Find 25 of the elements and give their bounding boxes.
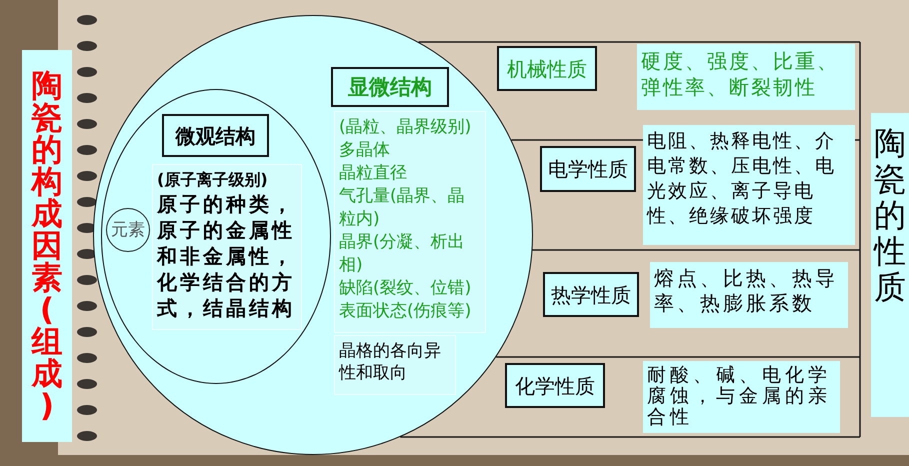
- list-item-text: (晶粒、晶界级别): [339, 116, 472, 139]
- list-item-text: 缺陷(裂纹、位错): [339, 277, 472, 300]
- vertical-label-box: 陶瓷的构成因素(组成): [22, 50, 72, 442]
- heading-box: 显微结构: [331, 67, 449, 107]
- property-label-box: 电学性质: [540, 146, 636, 192]
- text-panel: [334, 111, 486, 333]
- property-label-box: 机械性质: [497, 46, 597, 91]
- list-item-text: 多晶体: [339, 139, 391, 162]
- text-panel: 晶格的各向异性和取向: [334, 335, 456, 395]
- list-item-text: 晶界(分凝、析出相): [339, 231, 466, 277]
- description-box: 电阻、热释电性、介电常数、压电性、电光效应、离子导电性、绝缘破坏强度: [643, 125, 855, 245]
- list-item-text: 晶粒直径: [339, 162, 408, 185]
- description-box: 熔点、比热、热导率、热膨胀系数: [650, 262, 848, 328]
- term-circle: 元素: [106, 208, 150, 252]
- description-text: 原子的种类，原子的金属性和非金属性，化学结合的方式，结晶结构: [157, 191, 296, 321]
- description-box: 耐酸、碱、电化学腐蚀，与金属的亲合性: [643, 361, 840, 433]
- property-label-box: 热学性质: [543, 272, 639, 317]
- list-item-text: 气孔量(晶界、晶粒内): [339, 185, 466, 231]
- list-item-text: 表面状态(伤痕等): [339, 300, 472, 323]
- description-box: 硬度、强度、比重、弹性率、断裂韧性: [637, 44, 855, 110]
- heading-box: 微观结构: [162, 114, 269, 157]
- level-note-text: (原子离子级别): [157, 169, 269, 191]
- property-label-box: 化学性质: [505, 363, 605, 408]
- vertical-label-box: 陶瓷的性质: [871, 113, 909, 417]
- text-panel: [152, 164, 302, 330]
